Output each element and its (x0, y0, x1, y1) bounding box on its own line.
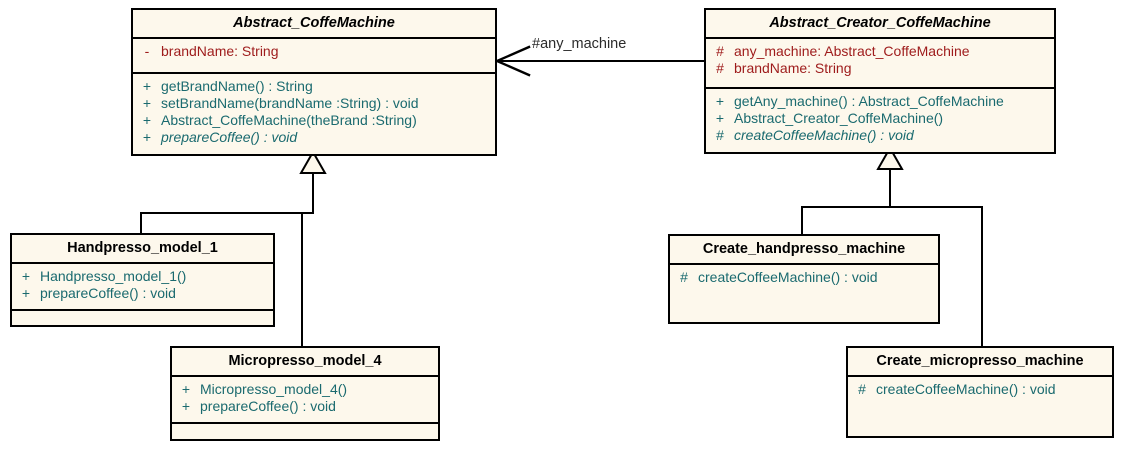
generalization-stem-right (889, 168, 891, 208)
generalization-bar-left (140, 212, 314, 214)
method-row: + getAny_machine() : Abstract_CoffeMachi… (706, 93, 1052, 110)
method-signature: prepareCoffee() : void (161, 129, 298, 145)
visibility-marker: # (680, 269, 688, 285)
method-signature: Abstract_Creator_CoffeMachine() (734, 110, 944, 126)
visibility-marker: + (142, 78, 152, 94)
visibility-marker: + (21, 268, 31, 284)
attributes-compartment-abstract-coffemachine: - brandName: String (133, 39, 495, 72)
method-row: + Micropresso_model_4() (172, 381, 436, 398)
methods-compartment-create-handpresso-machine: # createCoffeeMachine() : void (670, 265, 938, 290)
method-signature: prepareCoffee() : void (200, 398, 336, 414)
method-signature: createCoffeeMachine() : void (734, 127, 914, 143)
attribute-row: - brandName: String (133, 43, 493, 60)
method-row: # createCoffeeMachine() : void (848, 381, 1110, 398)
methods-compartment-micropresso-model-4: + Micropresso_model_4() + prepareCoffee(… (172, 377, 438, 422)
generalization-triangle-left (299, 149, 327, 174)
association-line-any-machine (497, 60, 705, 62)
attributes-compartment-abstract-creator-coffemachine: # any_machine: Abstract_CoffeMachine # b… (706, 39, 1054, 87)
method-row: + prepareCoffee() : void (133, 129, 493, 146)
method-signature: Handpresso_model_1() (40, 268, 187, 284)
class-name-create-handpresso-machine: Create_handpresso_machine (702, 241, 906, 257)
class-box-create-micropresso-machine[interactable]: Create_micropresso_machine # createCoffe… (846, 346, 1114, 438)
method-row: + getBrandName() : String (133, 78, 493, 95)
attribute-row: # any_machine: Abstract_CoffeMachine (706, 43, 1052, 60)
method-signature: getBrandName() : String (161, 78, 313, 94)
association-label-any-machine: #any_machine (532, 36, 627, 52)
compartment-separator (12, 262, 273, 264)
method-row: # createCoffeeMachine() : void (706, 127, 1052, 144)
compartment-separator (172, 422, 438, 424)
visibility-marker: # (716, 60, 724, 76)
generalization-drop-handpresso (140, 212, 142, 234)
generalization-stem-left (312, 172, 314, 214)
compartment-separator (706, 87, 1054, 89)
visibility-marker: + (715, 110, 725, 126)
visibility-marker: + (142, 129, 152, 145)
attribute-signature: brandName: String (161, 43, 279, 59)
class-name-micropresso-model-4: Micropresso_model_4 (228, 353, 382, 369)
method-row: + setBrandName(brandName :String) : void (133, 95, 493, 112)
class-name-handpresso-model-1: Handpresso_model_1 (67, 240, 218, 256)
visibility-marker: # (858, 381, 866, 397)
attribute-row: # brandName: String (706, 60, 1052, 77)
class-name-abstract-creator-coffemachine: Abstract_Creator_CoffeMachine (769, 15, 991, 31)
class-name-abstract-coffemachine: Abstract_CoffeMachine (233, 15, 395, 31)
method-row: + Abstract_Creator_CoffeMachine() (706, 110, 1052, 127)
generalization-drop-micropresso (301, 212, 303, 346)
visibility-marker: + (181, 381, 191, 397)
compartment-separator (133, 37, 495, 39)
class-box-abstract-creator-coffemachine[interactable]: Abstract_Creator_CoffeMachine # any_mach… (704, 8, 1056, 154)
method-signature: Micropresso_model_4() (200, 381, 348, 397)
attribute-signature: any_machine: Abstract_CoffeMachine (734, 43, 970, 59)
association-arrowhead-icon (494, 45, 531, 77)
method-row: + prepareCoffee() : void (172, 398, 436, 415)
class-box-create-handpresso-machine[interactable]: Create_handpresso_machine # createCoffee… (668, 234, 940, 324)
class-box-abstract-coffemachine[interactable]: Abstract_CoffeMachine - brandName: Strin… (131, 8, 497, 156)
visibility-marker: + (21, 285, 31, 301)
generalization-triangle-right (876, 145, 904, 170)
visibility-marker: + (142, 95, 152, 111)
visibility-marker: - (144, 43, 150, 59)
method-signature: prepareCoffee() : void (40, 285, 176, 301)
method-signature: Abstract_CoffeMachine(theBrand :String) (161, 112, 417, 128)
class-name-create-micropresso-machine: Create_micropresso_machine (876, 353, 1084, 369)
compartment-separator (133, 72, 495, 74)
visibility-marker: # (716, 127, 724, 143)
generalization-bar-right (801, 206, 983, 208)
method-signature: getAny_machine() : Abstract_CoffeMachine (734, 93, 1004, 109)
visibility-marker: + (181, 398, 191, 414)
class-box-handpresso-model-1[interactable]: Handpresso_model_1 + Handpresso_model_1(… (10, 233, 275, 327)
methods-compartment-abstract-coffemachine: + getBrandName() : String + setBrandName… (133, 74, 495, 150)
visibility-marker: + (715, 93, 725, 109)
generalization-drop-create-handpresso (801, 206, 803, 234)
compartment-separator (12, 309, 273, 311)
method-row: + Handpresso_model_1() (12, 268, 271, 285)
visibility-marker: # (716, 43, 724, 59)
compartment-separator (172, 375, 438, 377)
methods-compartment-abstract-creator-coffemachine: + getAny_machine() : Abstract_CoffeMachi… (706, 89, 1054, 148)
generalization-drop-create-micropresso (981, 206, 983, 346)
method-signature: createCoffeeMachine() : void (876, 381, 1056, 397)
class-box-micropresso-model-4[interactable]: Micropresso_model_4 + Micropresso_model_… (170, 346, 440, 441)
method-row: + Abstract_CoffeMachine(theBrand :String… (133, 112, 493, 129)
compartment-separator (670, 263, 938, 265)
method-signature: setBrandName(brandName :String) : void (161, 95, 419, 111)
method-row: # createCoffeeMachine() : void (670, 269, 936, 286)
method-row: + prepareCoffee() : void (12, 285, 271, 302)
methods-compartment-create-micropresso-machine: # createCoffeeMachine() : void (848, 377, 1112, 402)
attribute-signature: brandName: String (734, 60, 852, 76)
visibility-marker: + (142, 112, 152, 128)
method-signature: createCoffeeMachine() : void (698, 269, 878, 285)
compartment-separator (848, 375, 1112, 377)
compartment-separator (706, 37, 1054, 39)
methods-compartment-handpresso-model-1: + Handpresso_model_1() + prepareCoffee()… (12, 264, 273, 309)
